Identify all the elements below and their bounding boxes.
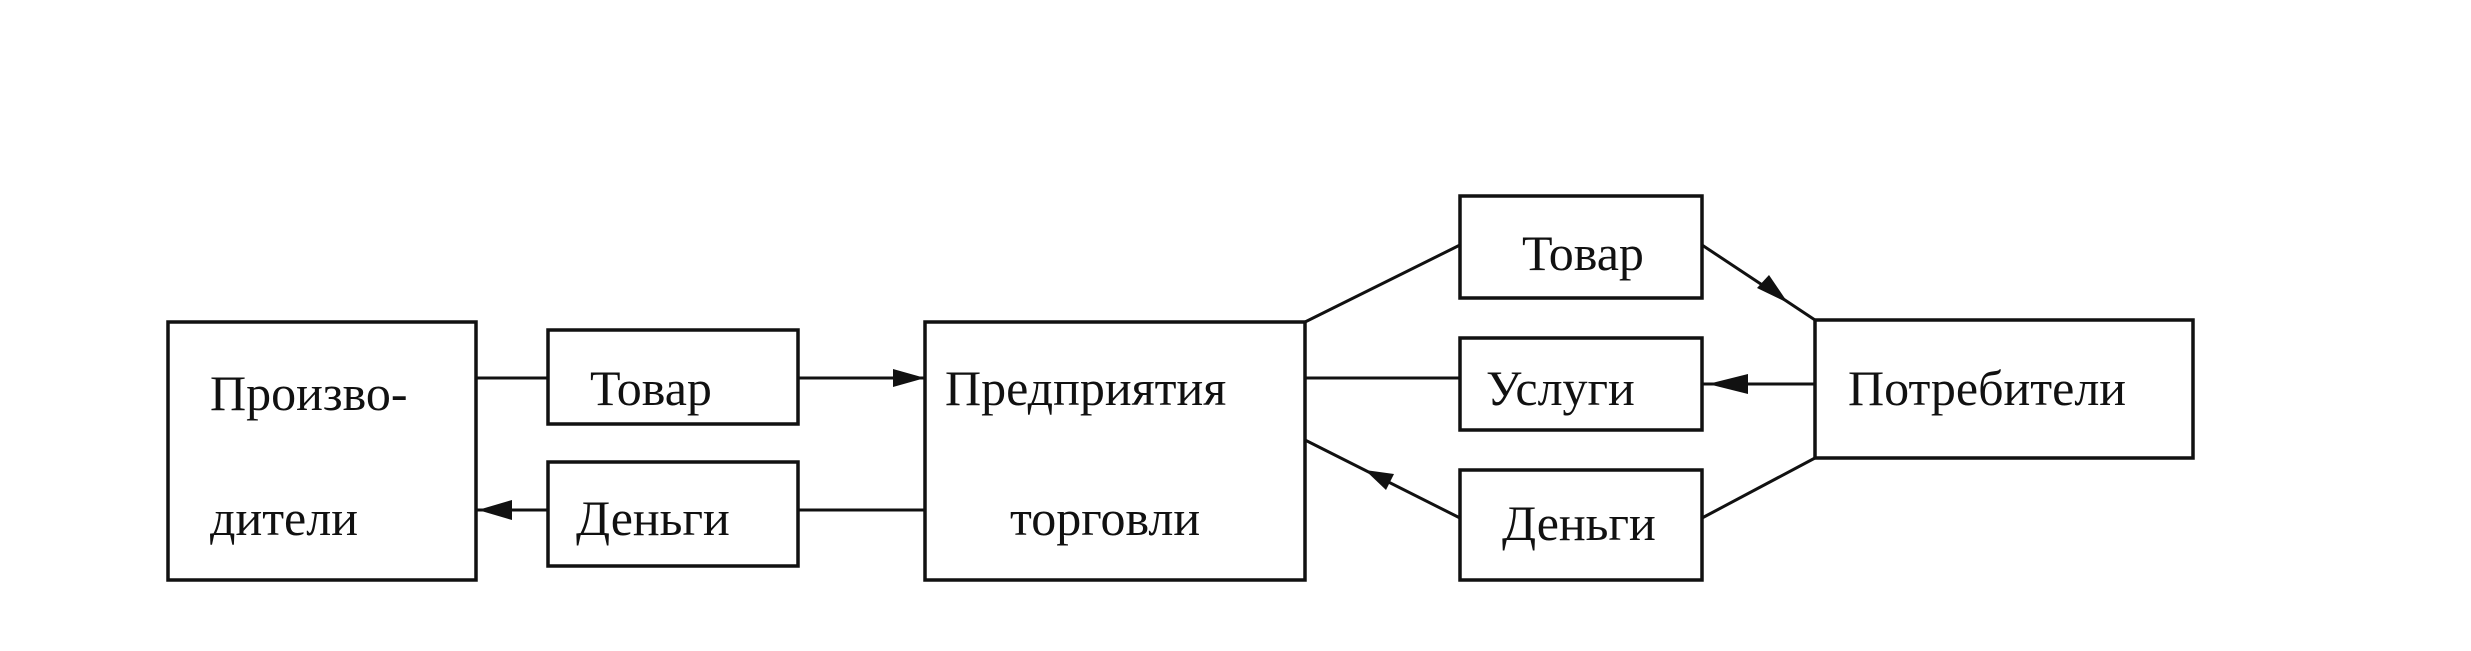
consumers-box xyxy=(1813,318,2195,460)
money-right-label: Деньги xyxy=(1502,495,1656,551)
producers-label-line1: Произво- xyxy=(210,365,408,421)
producers-label-line2: дители xyxy=(210,490,358,546)
goods-right-label: Товар xyxy=(1522,225,1644,281)
goods-left-label: Товар xyxy=(590,360,712,416)
goods-left-box xyxy=(546,328,800,426)
money-left-node: Деньги xyxy=(546,460,800,568)
services-right-node: Услуги xyxy=(1458,336,1704,432)
arrowhead-services-right-to-consumers xyxy=(1708,374,1748,394)
arrowhead-goods-left-to-trade xyxy=(893,369,925,387)
edge-consumers-to-money-right xyxy=(1701,456,1816,520)
money-right-node: Деньги xyxy=(1458,468,1704,582)
trade-enterprises-label-line1: Предприятия xyxy=(945,360,1226,416)
producers-box xyxy=(166,320,478,582)
services-right-label: Услуги xyxy=(1486,360,1635,416)
trade-enterprises-box xyxy=(923,320,1307,582)
producers-node: Произво- дители xyxy=(166,320,478,582)
consumers-node: Потребители xyxy=(1813,318,2195,460)
arrowhead-money-left-to-producers xyxy=(478,500,512,520)
goods-right-node: Товар xyxy=(1458,194,1704,300)
trade-enterprises-node: Предприятия торговли xyxy=(923,320,1307,582)
arrowhead-money-right-to-trade xyxy=(1365,470,1394,490)
services-right-box xyxy=(1458,336,1704,432)
goods-right-box xyxy=(1458,194,1704,300)
money-right-box xyxy=(1458,468,1704,582)
edge-trade-to-goods-right xyxy=(1304,243,1461,324)
trade-enterprises-label-line2: торговли xyxy=(1010,490,1200,546)
consumers-label: Потребители xyxy=(1848,360,2126,416)
arrowhead-goods-right-to-consumers xyxy=(1757,275,1788,303)
money-left-box xyxy=(546,460,800,568)
money-left-label: Деньги xyxy=(576,490,730,546)
edge-goods-right-to-consumers xyxy=(1701,243,1816,322)
goods-left-node: Товар xyxy=(546,328,800,426)
